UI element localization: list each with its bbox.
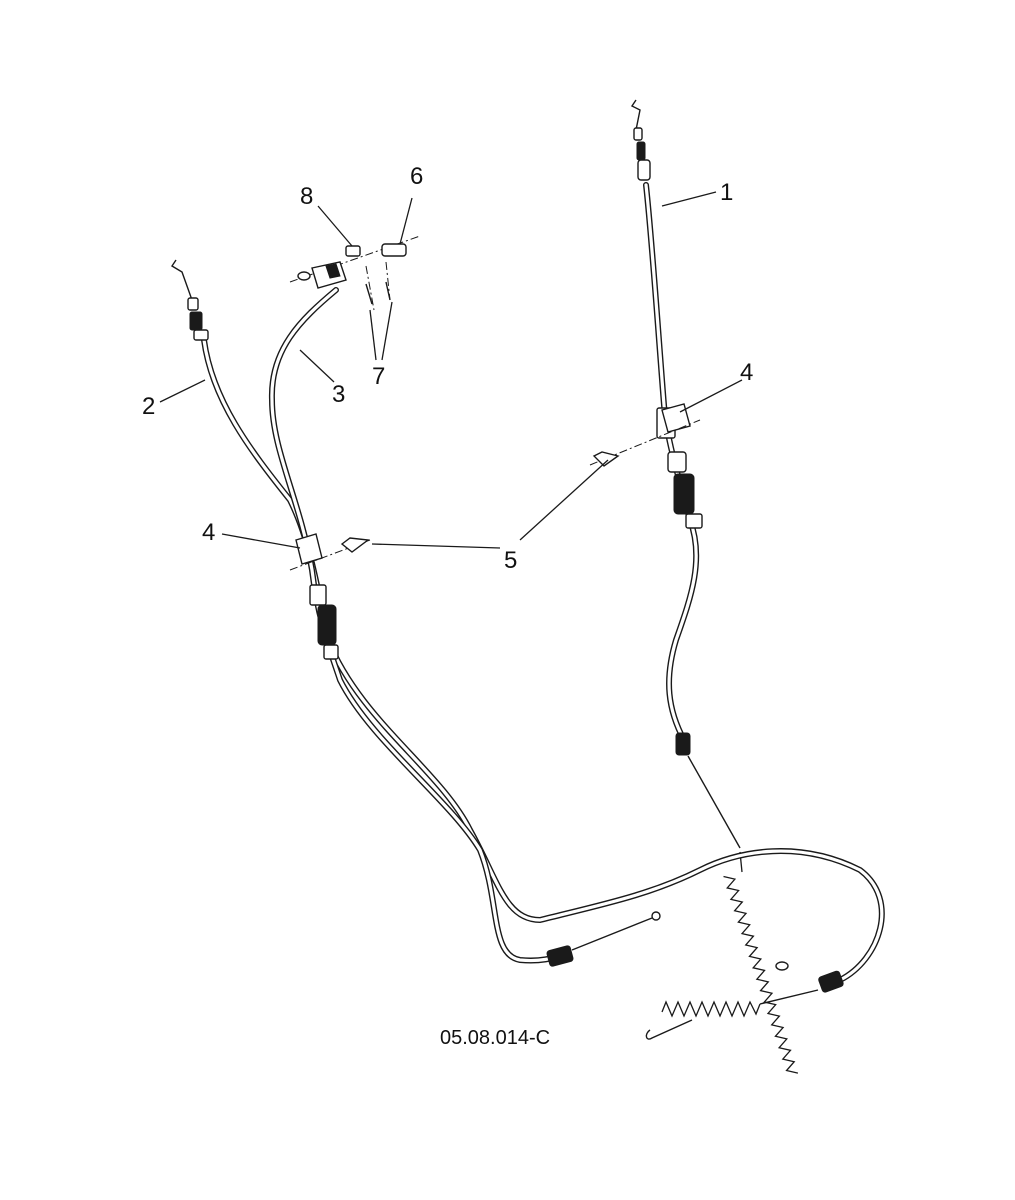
callout-8: 8 <box>300 183 313 210</box>
callout-4-right: 4 <box>740 359 753 386</box>
clip-left <box>295 533 323 565</box>
screw-right <box>589 419 701 467</box>
callout-2: 2 <box>142 393 155 420</box>
screw-left <box>289 537 371 571</box>
lever-bracket <box>289 235 421 311</box>
drawing-code: 05.08.014-C <box>440 1027 550 1049</box>
callout-7: 7 <box>372 363 385 390</box>
clip-right <box>661 403 691 433</box>
callout-4-left: 4 <box>202 519 215 546</box>
cable-1 <box>630 99 799 1074</box>
spring-short-hook <box>645 1000 761 1040</box>
callout-5: 5 <box>504 547 517 574</box>
callout-3: 3 <box>332 381 345 408</box>
callout-1: 1 <box>720 179 733 206</box>
spring-long <box>723 851 799 1074</box>
leader-lines <box>159 191 743 549</box>
callout-6: 6 <box>410 163 423 190</box>
cable-2 <box>171 259 885 1040</box>
cable-3 <box>268 287 661 967</box>
